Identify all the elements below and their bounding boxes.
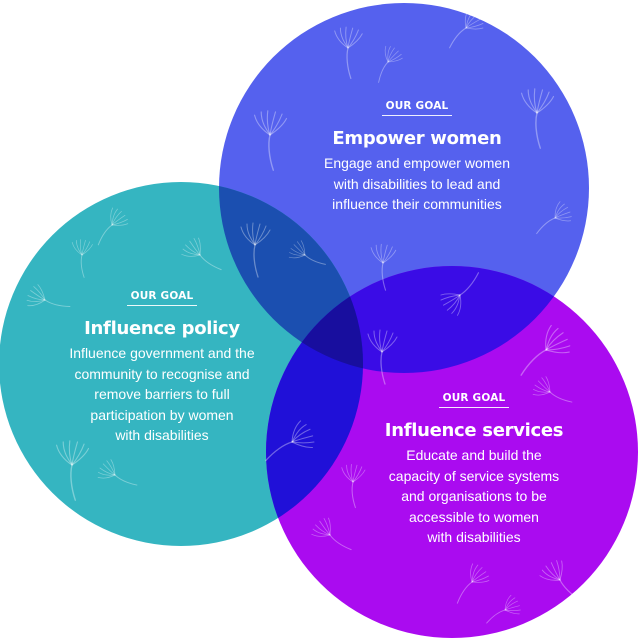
goal-description: Educate and build the capacity of servic…	[364, 445, 584, 548]
description-line: accessible to women	[409, 508, 539, 525]
goal-title: Empower women	[332, 128, 502, 149]
description-line: influence their communities	[332, 196, 502, 212]
description-line: capacity of service systems	[388, 467, 560, 484]
description-line: Influence government and the	[69, 345, 255, 361]
goal-title: Influence policy	[84, 318, 240, 339]
description-line: Educate and build the	[406, 447, 542, 463]
goal-kicker: OUR GOAL	[438, 392, 510, 408]
goal-kicker: OUR GOAL	[126, 290, 198, 306]
description-line: participation by women	[90, 406, 234, 423]
goal-influence-policy: OUR GOAL Influence policy Influence gove…	[44, 286, 280, 446]
description-line: with disabilities	[115, 427, 209, 443]
goal-kicker: OUR GOAL	[381, 100, 453, 116]
description-line: community to recognise and	[74, 365, 250, 382]
goal-title: Influence services	[384, 420, 564, 441]
overlap-all-three	[266, 266, 363, 373]
description-line: with disabilities	[427, 529, 521, 545]
description-line: with disabilities to lead and	[333, 175, 501, 192]
description-line: Engage and empower women	[323, 155, 510, 171]
goal-influence-services: OUR GOAL Influence services Educate and …	[364, 388, 584, 548]
overlap-empower-policy	[219, 182, 363, 373]
description-line: remove barriers to full	[94, 386, 230, 402]
goal-description: Influence government and the community t…	[44, 343, 280, 446]
goal-empower-women: OUR GOAL Empower women Engage and empowe…	[299, 96, 535, 215]
description-line: and organisations to be	[401, 488, 547, 504]
goal-description: Engage and empower women with disabiliti…	[299, 153, 535, 215]
